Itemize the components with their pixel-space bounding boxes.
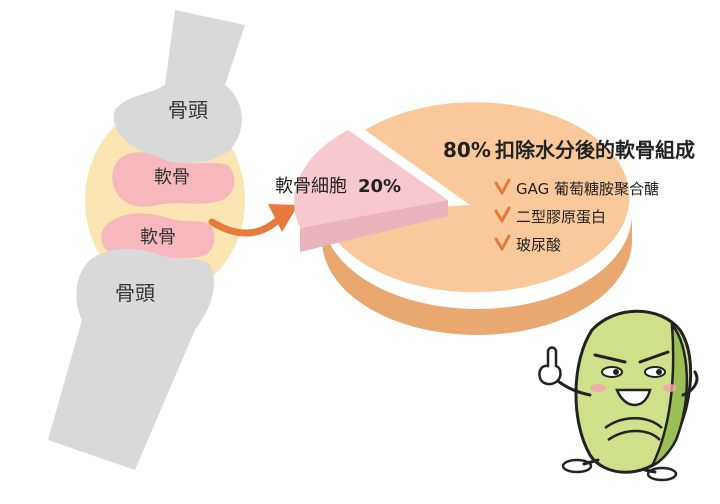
mascot-cheek-right [663,384,677,392]
pie-item-collagen: 二型膠原蛋白 [516,208,606,226]
pie-item-hyaluronic: 玻尿酸 [516,236,561,254]
arrow-shaft [208,216,282,237]
upper-cartilage-label: 軟骨 [154,167,190,188]
lower-cartilage-label: 軟骨 [140,227,176,248]
upper-bone [113,10,245,164]
mascot-pupil-left [613,369,619,375]
pie-chart [294,102,632,335]
pie-main-slice [322,102,630,293]
mascot-leg-right [643,468,657,474]
pie-main-title: 扣除水分後的軟骨組成 [495,138,695,162]
lower-bone [48,248,215,470]
mascot-cheek-left [590,384,606,392]
pie-main-side [322,214,632,335]
mascot-eyebrow-left [593,353,627,364]
mascot-arm-right [681,370,699,397]
mascot-belly-line [604,417,663,430]
mascot-pupil-right [656,369,662,375]
pie-slice-name: 軟骨細胞 [275,176,347,197]
mascot-foot-right [646,466,678,482]
pie-main-percent: 80% [443,138,491,162]
check-icon [494,178,511,195]
pie-slice-percent: 20% [358,176,401,197]
pie-item-gag: GAG 葡萄糖胺聚合醣 [516,180,659,198]
lower-bone-label: 骨頭 [115,281,155,305]
check-icon [494,206,511,223]
mascot-hand-left [538,346,562,386]
pie-small-slice [294,130,448,228]
mascot-leg-left [582,458,600,466]
check-icon [494,234,511,251]
mascot-eyebrow-right [638,350,670,364]
mascot-character [538,309,699,482]
mascot-belly-line [607,429,661,442]
arrow-head [268,204,298,232]
upper-bone-label: 骨頭 [168,98,208,122]
pie-small-side [300,200,448,252]
lower-cartilage [101,213,215,259]
mascot-mouth [615,388,652,407]
upper-cartilage [112,152,235,207]
